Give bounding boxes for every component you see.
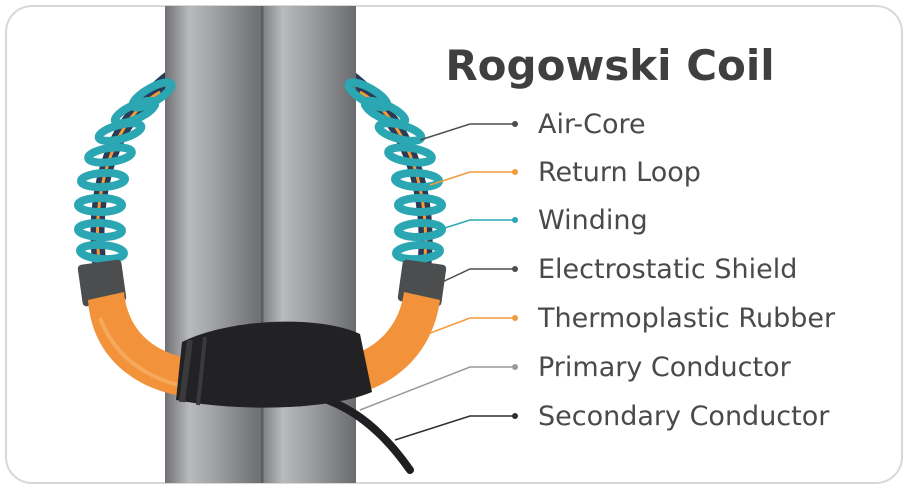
leader-dot-electrostatic-shield: [512, 266, 518, 272]
leader-line-air-core: [419, 123, 515, 141]
leader-dot-return-loop: [512, 169, 518, 175]
winding-turn: [110, 96, 160, 128]
winding-turn: [84, 143, 136, 167]
coil-right-side: [344, 78, 446, 269]
leader-dot-winding: [512, 217, 518, 223]
leader-line-electrostatic-shield: [437, 268, 515, 285]
leader-line-winding: [431, 219, 515, 233]
label-air-core: Air-Core: [538, 109, 646, 140]
label-winding: Winding: [538, 205, 648, 236]
leader-line-secondary-conductor: [394, 415, 515, 441]
leader-line-thermoplastic-rubber: [424, 317, 515, 336]
label-thermoplastic-rubber: Thermoplastic Rubber: [537, 303, 836, 334]
label-return-loop: Return Loop: [538, 157, 701, 188]
conductor-cable-left: [165, 6, 263, 483]
leader-line-primary-conductor: [359, 366, 515, 411]
winding-left: [74, 78, 176, 264]
winding-turn: [384, 143, 436, 167]
leader-dot-primary-conductor: [512, 364, 518, 370]
winding-turn: [76, 240, 128, 264]
winding-turn: [74, 218, 126, 242]
diagram-title: Rogowski Coil: [445, 41, 774, 90]
winding-turn: [394, 194, 446, 216]
winding-turn: [77, 168, 129, 192]
coil-left-side: [74, 78, 176, 270]
secondary-connector-clamp: [176, 321, 372, 408]
conductor-cable-right: [258, 6, 356, 483]
leader-line-return-loop: [429, 171, 515, 186]
winding-turn: [360, 96, 410, 128]
label-secondary-conductor: Secondary Conductor: [538, 401, 830, 432]
winding-turn: [391, 168, 443, 192]
winding-turn: [74, 194, 126, 216]
leader-dot-secondary-conductor: [512, 413, 518, 419]
label-electrostatic-shield: Electrostatic Shield: [538, 254, 797, 285]
winding-turn: [374, 119, 426, 145]
leader-dot-thermoplastic-rubber: [512, 315, 518, 321]
winding-turn: [392, 240, 444, 264]
winding-turn: [94, 119, 146, 145]
label-primary-conductor: Primary Conductor: [538, 352, 792, 383]
winding-right: [344, 78, 446, 264]
leader-dot-air-core: [512, 121, 518, 127]
primary-conductor-cables: [165, 6, 356, 483]
